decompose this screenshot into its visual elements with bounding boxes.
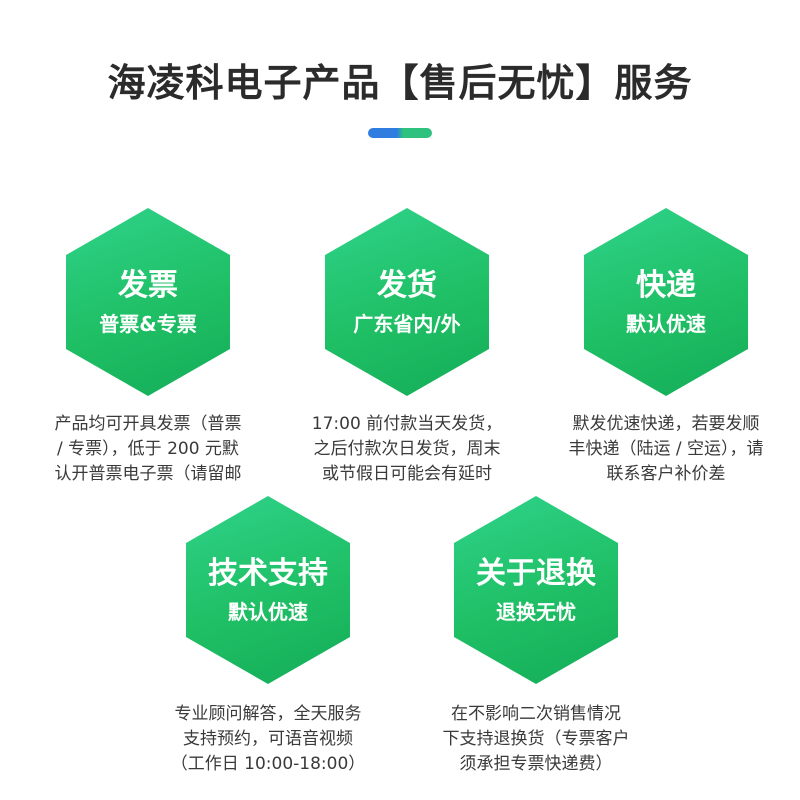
page-title: 海凌科电子产品【售后无忧】服务 (107, 61, 693, 105)
hex-invoice-title: 发票 (118, 268, 178, 303)
returns-desc-line: 在不影响二次销售情况 (451, 704, 621, 724)
invoice-desc-line: / 专票），低于 200 元默 (57, 439, 239, 459)
hex-returns: 关于退换 退换无忧 (454, 496, 618, 684)
tech-support-description: 专业顾问解答，全天服务 支持预约，可语音视频 （工作日 10:00-18:00） (143, 702, 393, 777)
shipping-desc-line: 或节假日可能会有延时 (322, 464, 492, 484)
invoice-desc-line: 认开普票电子票（请留邮 (54, 464, 242, 484)
invoice-description: 产品均可开具发票（普票 / 专票），低于 200 元默 认开普票电子票（请留邮 (23, 412, 273, 487)
express-desc-line: 联系客户补价差 (606, 464, 726, 484)
shipping-desc-line: 17:00 前付款当天发货， (311, 414, 503, 434)
hex-returns-title: 关于退换 (476, 556, 596, 591)
hex-tech-support-title: 技术支持 (208, 556, 328, 591)
tech-support-desc-line: （工作日 10:00-18:00） (170, 754, 366, 774)
returns-description: 在不影响二次销售情况 下支持退换货（专票客户 须承担专票快递费） (411, 702, 661, 777)
hex-shipping-title: 发货 (377, 268, 437, 303)
hex-express-title: 快递 (636, 268, 696, 303)
shipping-desc-line: 之后付款次日发货，周末 (313, 439, 501, 459)
returns-desc-line: 须承担专票快递费） (459, 754, 613, 774)
hex-shipping: 发货 广东省内/外 (325, 208, 489, 396)
hex-shipping-subtitle: 广东省内/外 (353, 312, 461, 336)
hex-invoice-subtitle: 普票&专票 (99, 312, 197, 336)
returns-desc-line: 下支持退换货（专票客户 (442, 729, 630, 749)
hex-express: 快递 默认优速 (584, 208, 748, 396)
express-desc-line: 丰快递（陆运 / 空运），请 (568, 439, 764, 459)
hex-invoice: 发票 普票&专票 (66, 208, 230, 396)
express-desc-line: 默发优速快递，若要发顺 (572, 414, 760, 434)
title-underline (368, 128, 432, 138)
invoice-desc-line: 产品均可开具发票（普票 (54, 414, 242, 434)
tech-support-desc-line: 支持预约，可语音视频 (183, 729, 353, 749)
hex-returns-subtitle: 退换无忧 (496, 600, 576, 624)
hex-express-subtitle: 默认优速 (626, 312, 706, 336)
tech-support-desc-line: 专业顾问解答，全天服务 (174, 704, 362, 724)
shipping-description: 17:00 前付款当天发货， 之后付款次日发货，周末 或节假日可能会有延时 (282, 412, 532, 487)
hex-tech-support: 技术支持 默认优速 (186, 496, 350, 684)
express-description: 默发优速快递，若要发顺 丰快递（陆运 / 空运），请 联系客户补价差 (541, 412, 791, 487)
hex-tech-support-subtitle: 默认优速 (228, 600, 308, 624)
